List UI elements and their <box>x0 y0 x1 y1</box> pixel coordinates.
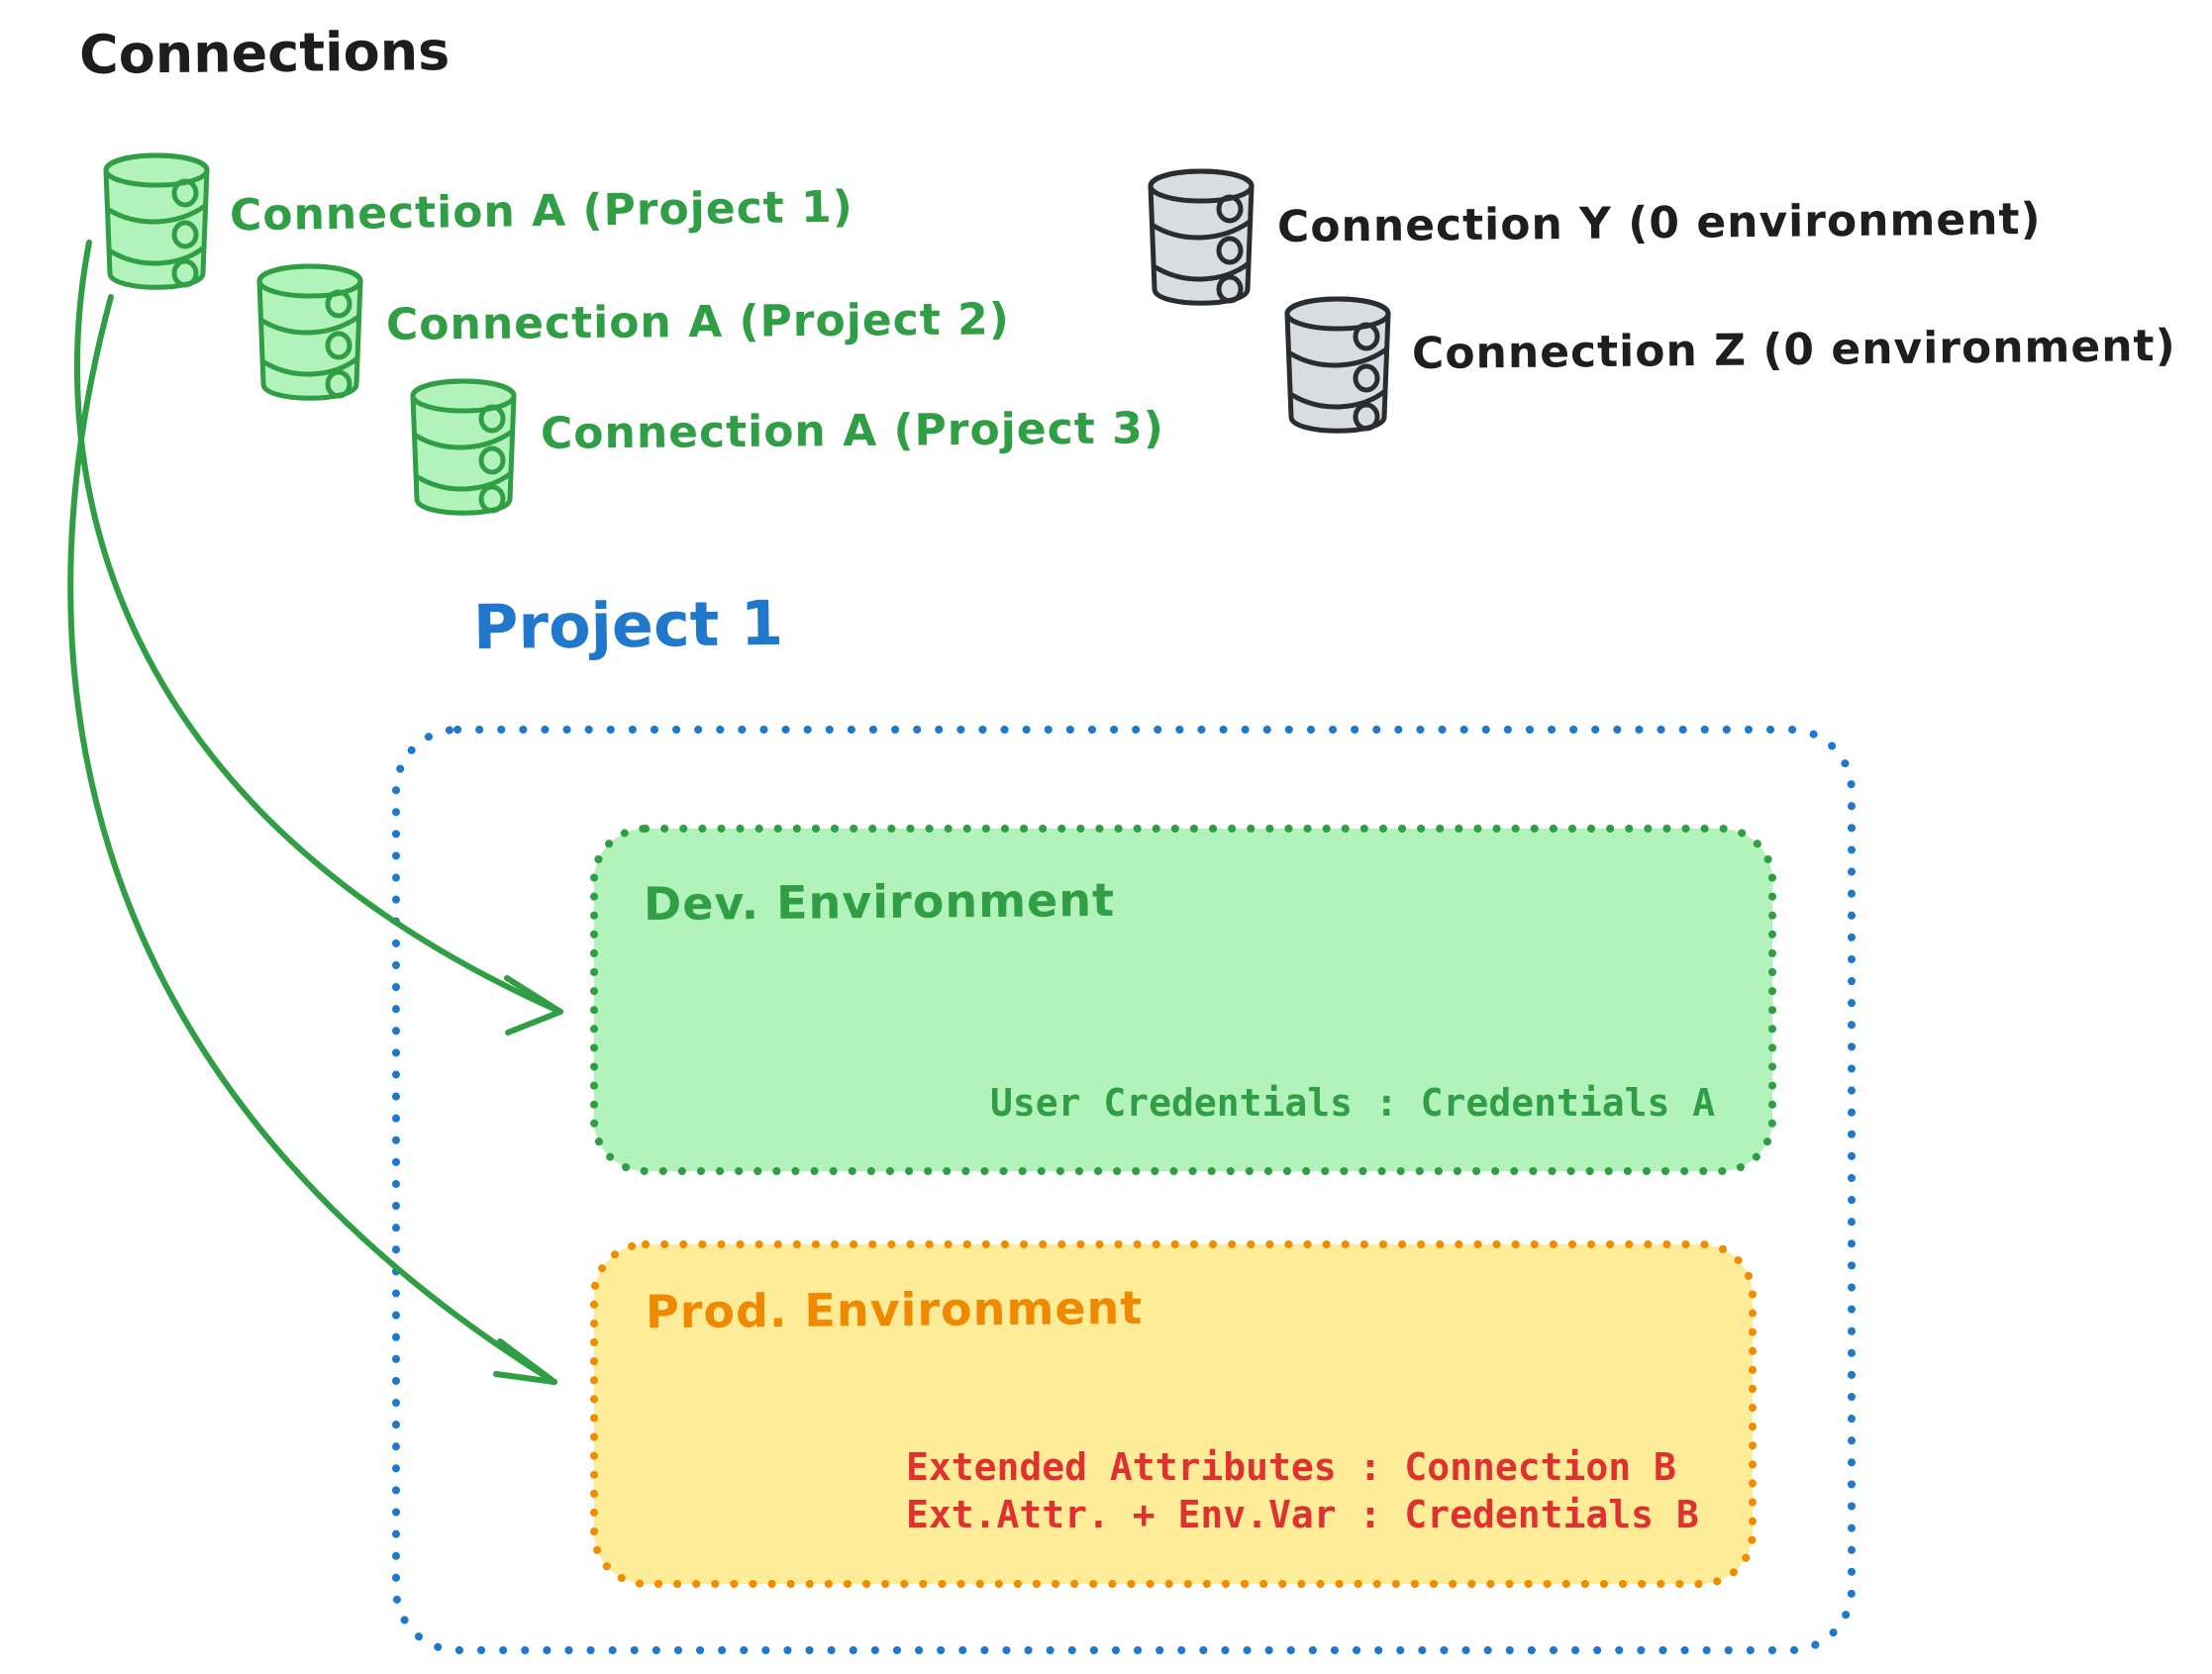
database-icon <box>1287 299 1388 431</box>
database-icon <box>413 381 514 513</box>
database-icon <box>106 155 207 287</box>
connection-a-project1-label: Connection A (Project 1) <box>229 181 855 242</box>
arrow-connection-a-to-dev <box>74 240 563 1035</box>
project1-title: Project 1 <box>472 586 784 664</box>
prod-environment-box <box>590 1240 1757 1588</box>
database-icon <box>259 266 360 398</box>
arrow-connection-a-to-prod <box>67 294 557 1385</box>
diagram-title: Connections <box>78 20 451 86</box>
prod-mapping-extended-attributes: Extended Attributes : Connection B <box>906 1445 1676 1489</box>
database-icon <box>1151 171 1252 303</box>
prod-mapping-ext-attr-env-var: Ext.Attr. + Env.Var : Credentials B <box>906 1493 1699 1536</box>
connection-a-project2-label: Connection A (Project 2) <box>385 294 1011 350</box>
connection-z-label: Connection Z (0 environment) <box>1411 320 2176 380</box>
connection-y-label: Connection Y (0 environment) <box>1276 193 2042 253</box>
prod-environment-title: Prod. Environment <box>645 1280 1144 1339</box>
dev-environment-box <box>590 825 1776 1175</box>
connection-a-project3-label: Connection A (Project 3) <box>540 403 1165 459</box>
dev-environment-title: Dev. Environment <box>643 872 1116 932</box>
prod-environment-mappings: Extended Attributes : Connection B Ext.A… <box>906 1443 1699 1538</box>
dev-environment-mapping: User Credentials : Credentials A <box>990 1081 1716 1125</box>
